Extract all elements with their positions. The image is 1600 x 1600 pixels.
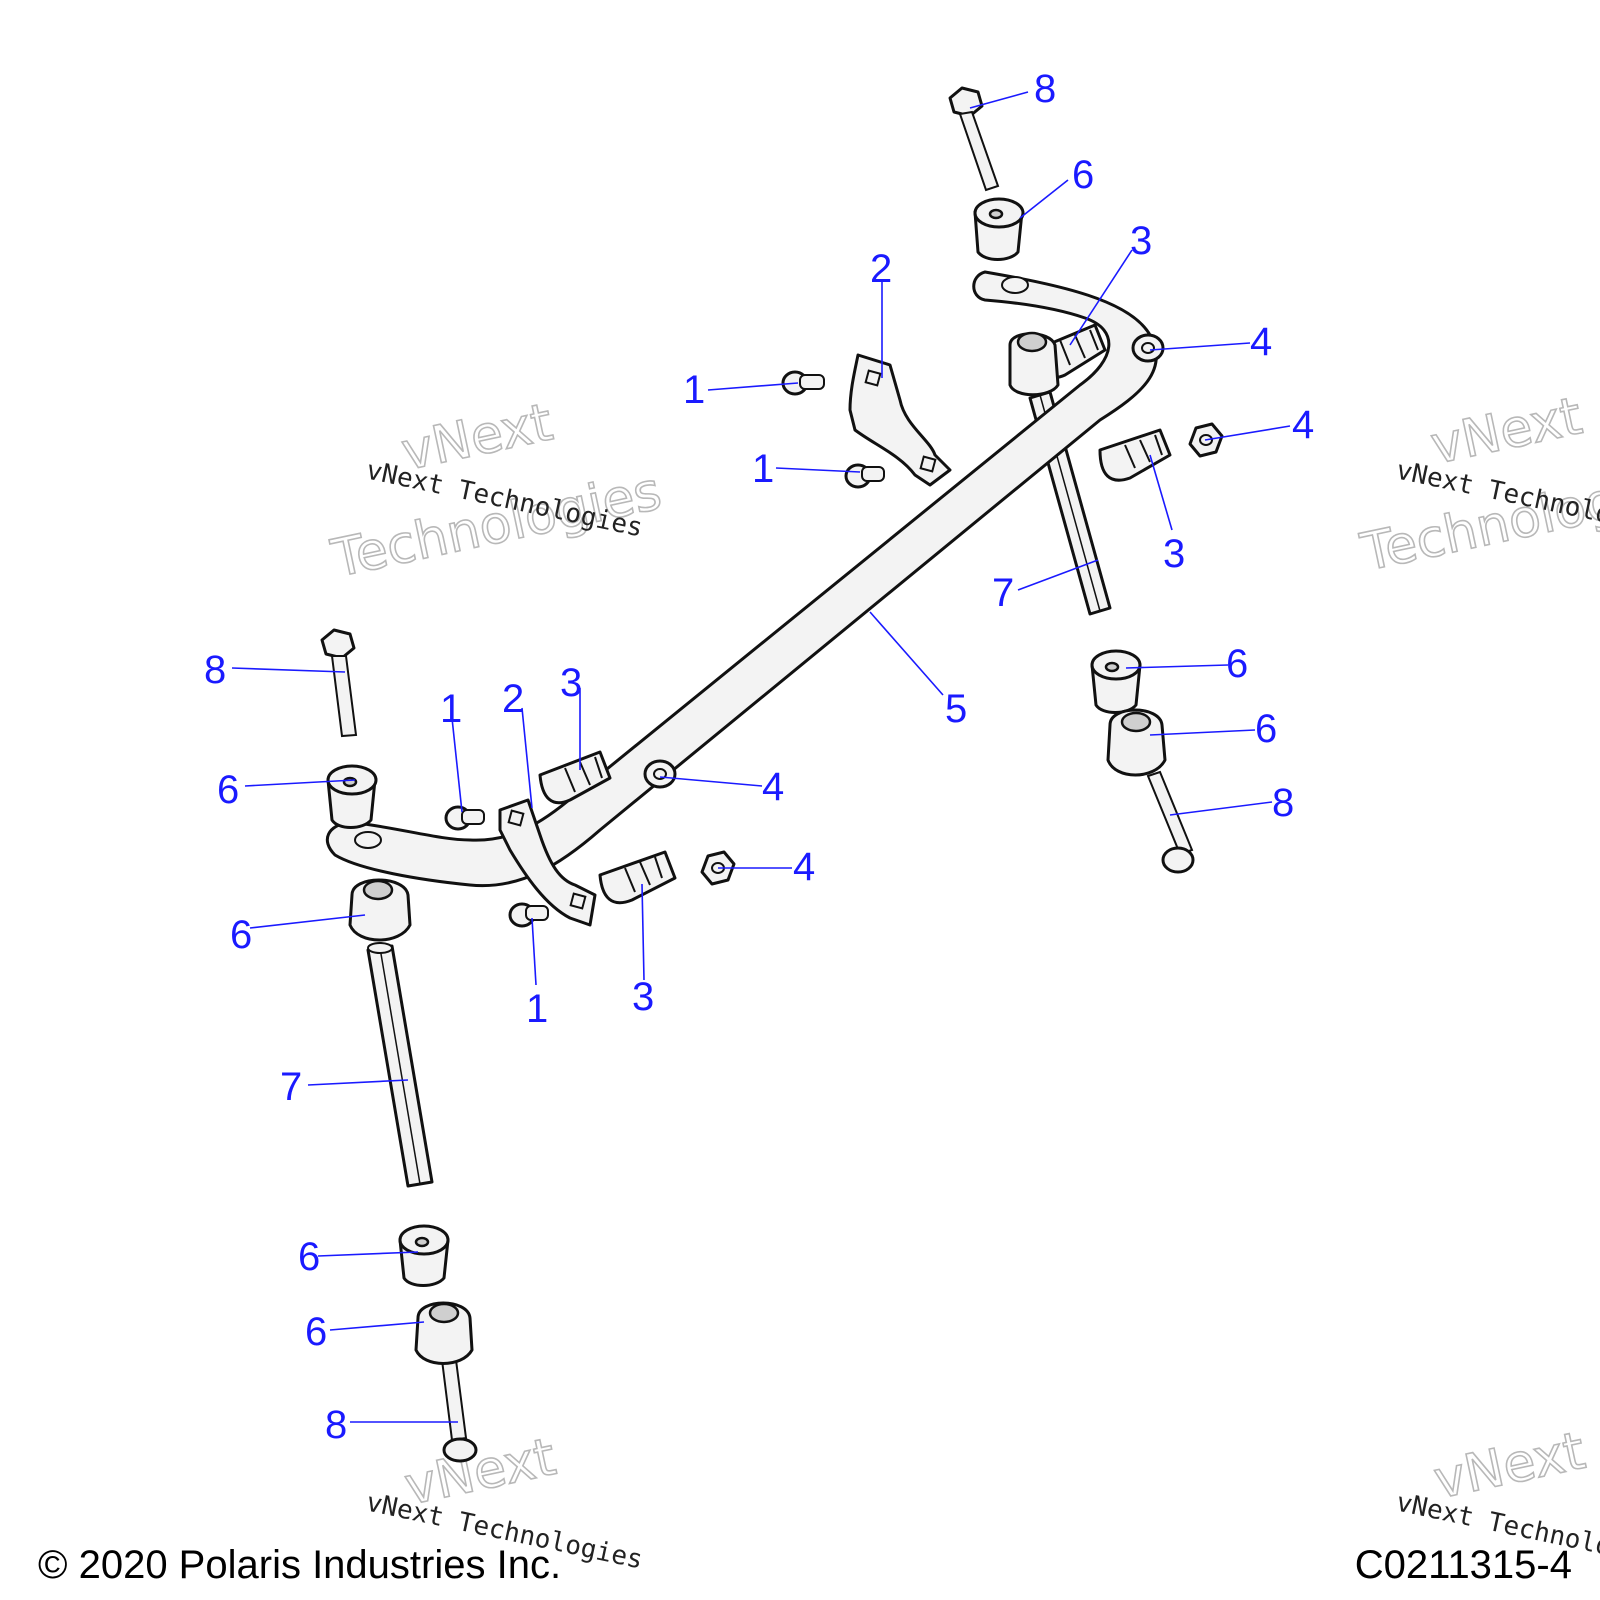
copyright-text: © 2020 Polaris Industries Inc. [38, 1543, 562, 1587]
bushing-left-1 [398, 1224, 450, 1287]
watermark-bottom-right: vNext [1428, 1420, 1591, 1512]
svg-text:vNext: vNext [1426, 386, 1587, 476]
bushing-left-bar [348, 878, 412, 942]
bolt-top-right [948, 86, 1000, 192]
callout-6: 6 [298, 1235, 320, 1279]
callout-1: 1 [683, 368, 705, 412]
callout-8: 8 [325, 1403, 347, 1447]
callout-6: 6 [1072, 153, 1094, 197]
callout-8: 8 [1034, 67, 1056, 111]
screw-lower-1 [444, 805, 485, 831]
hex-link-left [366, 942, 434, 1188]
bolt-top-left [320, 628, 358, 738]
callout-8: 8 [204, 648, 226, 692]
bushing-clip-lower-left [598, 850, 677, 905]
bushing-top-right [973, 197, 1025, 261]
nut-bar-right [1131, 333, 1165, 363]
bushing-right-1 [1090, 649, 1142, 714]
screw-upper-2 [844, 463, 885, 489]
callout-3: 3 [1163, 532, 1185, 576]
callout-1: 1 [752, 447, 774, 491]
screw-upper-1 [781, 370, 825, 396]
callout-3: 3 [1130, 219, 1152, 263]
nut-bar-left [643, 759, 677, 789]
callout-7: 7 [280, 1065, 302, 1109]
callout-4: 4 [1250, 320, 1272, 364]
bushing-clip-mid-right [1098, 428, 1172, 482]
callout-8: 8 [1272, 781, 1294, 825]
callout-1: 1 [440, 687, 462, 731]
bar-end-hole-left [354, 831, 382, 849]
bushing-left-2 [414, 1301, 474, 1365]
bolt-right-lower [1146, 770, 1195, 874]
bushing-right-2 [1106, 708, 1167, 777]
callout-7: 7 [992, 571, 1014, 615]
leader-lines [231, 91, 1291, 1423]
svg-text:vNext: vNext [1429, 1421, 1590, 1511]
clamp-upper [848, 353, 952, 487]
clamp-lower [498, 798, 597, 927]
callout-6: 6 [1226, 642, 1248, 686]
callout-2: 2 [502, 677, 524, 721]
callout-2: 2 [870, 247, 892, 291]
callout-3: 3 [560, 661, 582, 705]
callout-6: 6 [217, 768, 239, 812]
stabilizer-bar [325, 270, 1158, 888]
drawing-number: C0211315-4 [1354, 1543, 1572, 1587]
callout-6: 6 [1255, 707, 1277, 751]
callout-labels: 8 6 3 2 4 1 4 1 3 7 6 8 5 6 3 1 2 4 6 8 … [204, 67, 1314, 1447]
callout-5: 5 [945, 687, 967, 731]
bolt-bottom-left [440, 1359, 478, 1463]
callout-4: 4 [793, 845, 815, 889]
callout-6: 6 [305, 1310, 327, 1354]
bushing-clip-upper-left [538, 750, 612, 805]
callout-6: 6 [230, 913, 252, 957]
callout-3: 3 [632, 975, 654, 1019]
callout-4: 4 [762, 765, 784, 809]
callout-1: 1 [526, 987, 548, 1031]
screw-lower-2 [508, 902, 549, 928]
callout-4: 4 [1292, 403, 1314, 447]
bar-end-hole-right [1001, 276, 1029, 294]
bushing-bar-right [1008, 331, 1060, 397]
bushing-left-top [326, 764, 378, 829]
